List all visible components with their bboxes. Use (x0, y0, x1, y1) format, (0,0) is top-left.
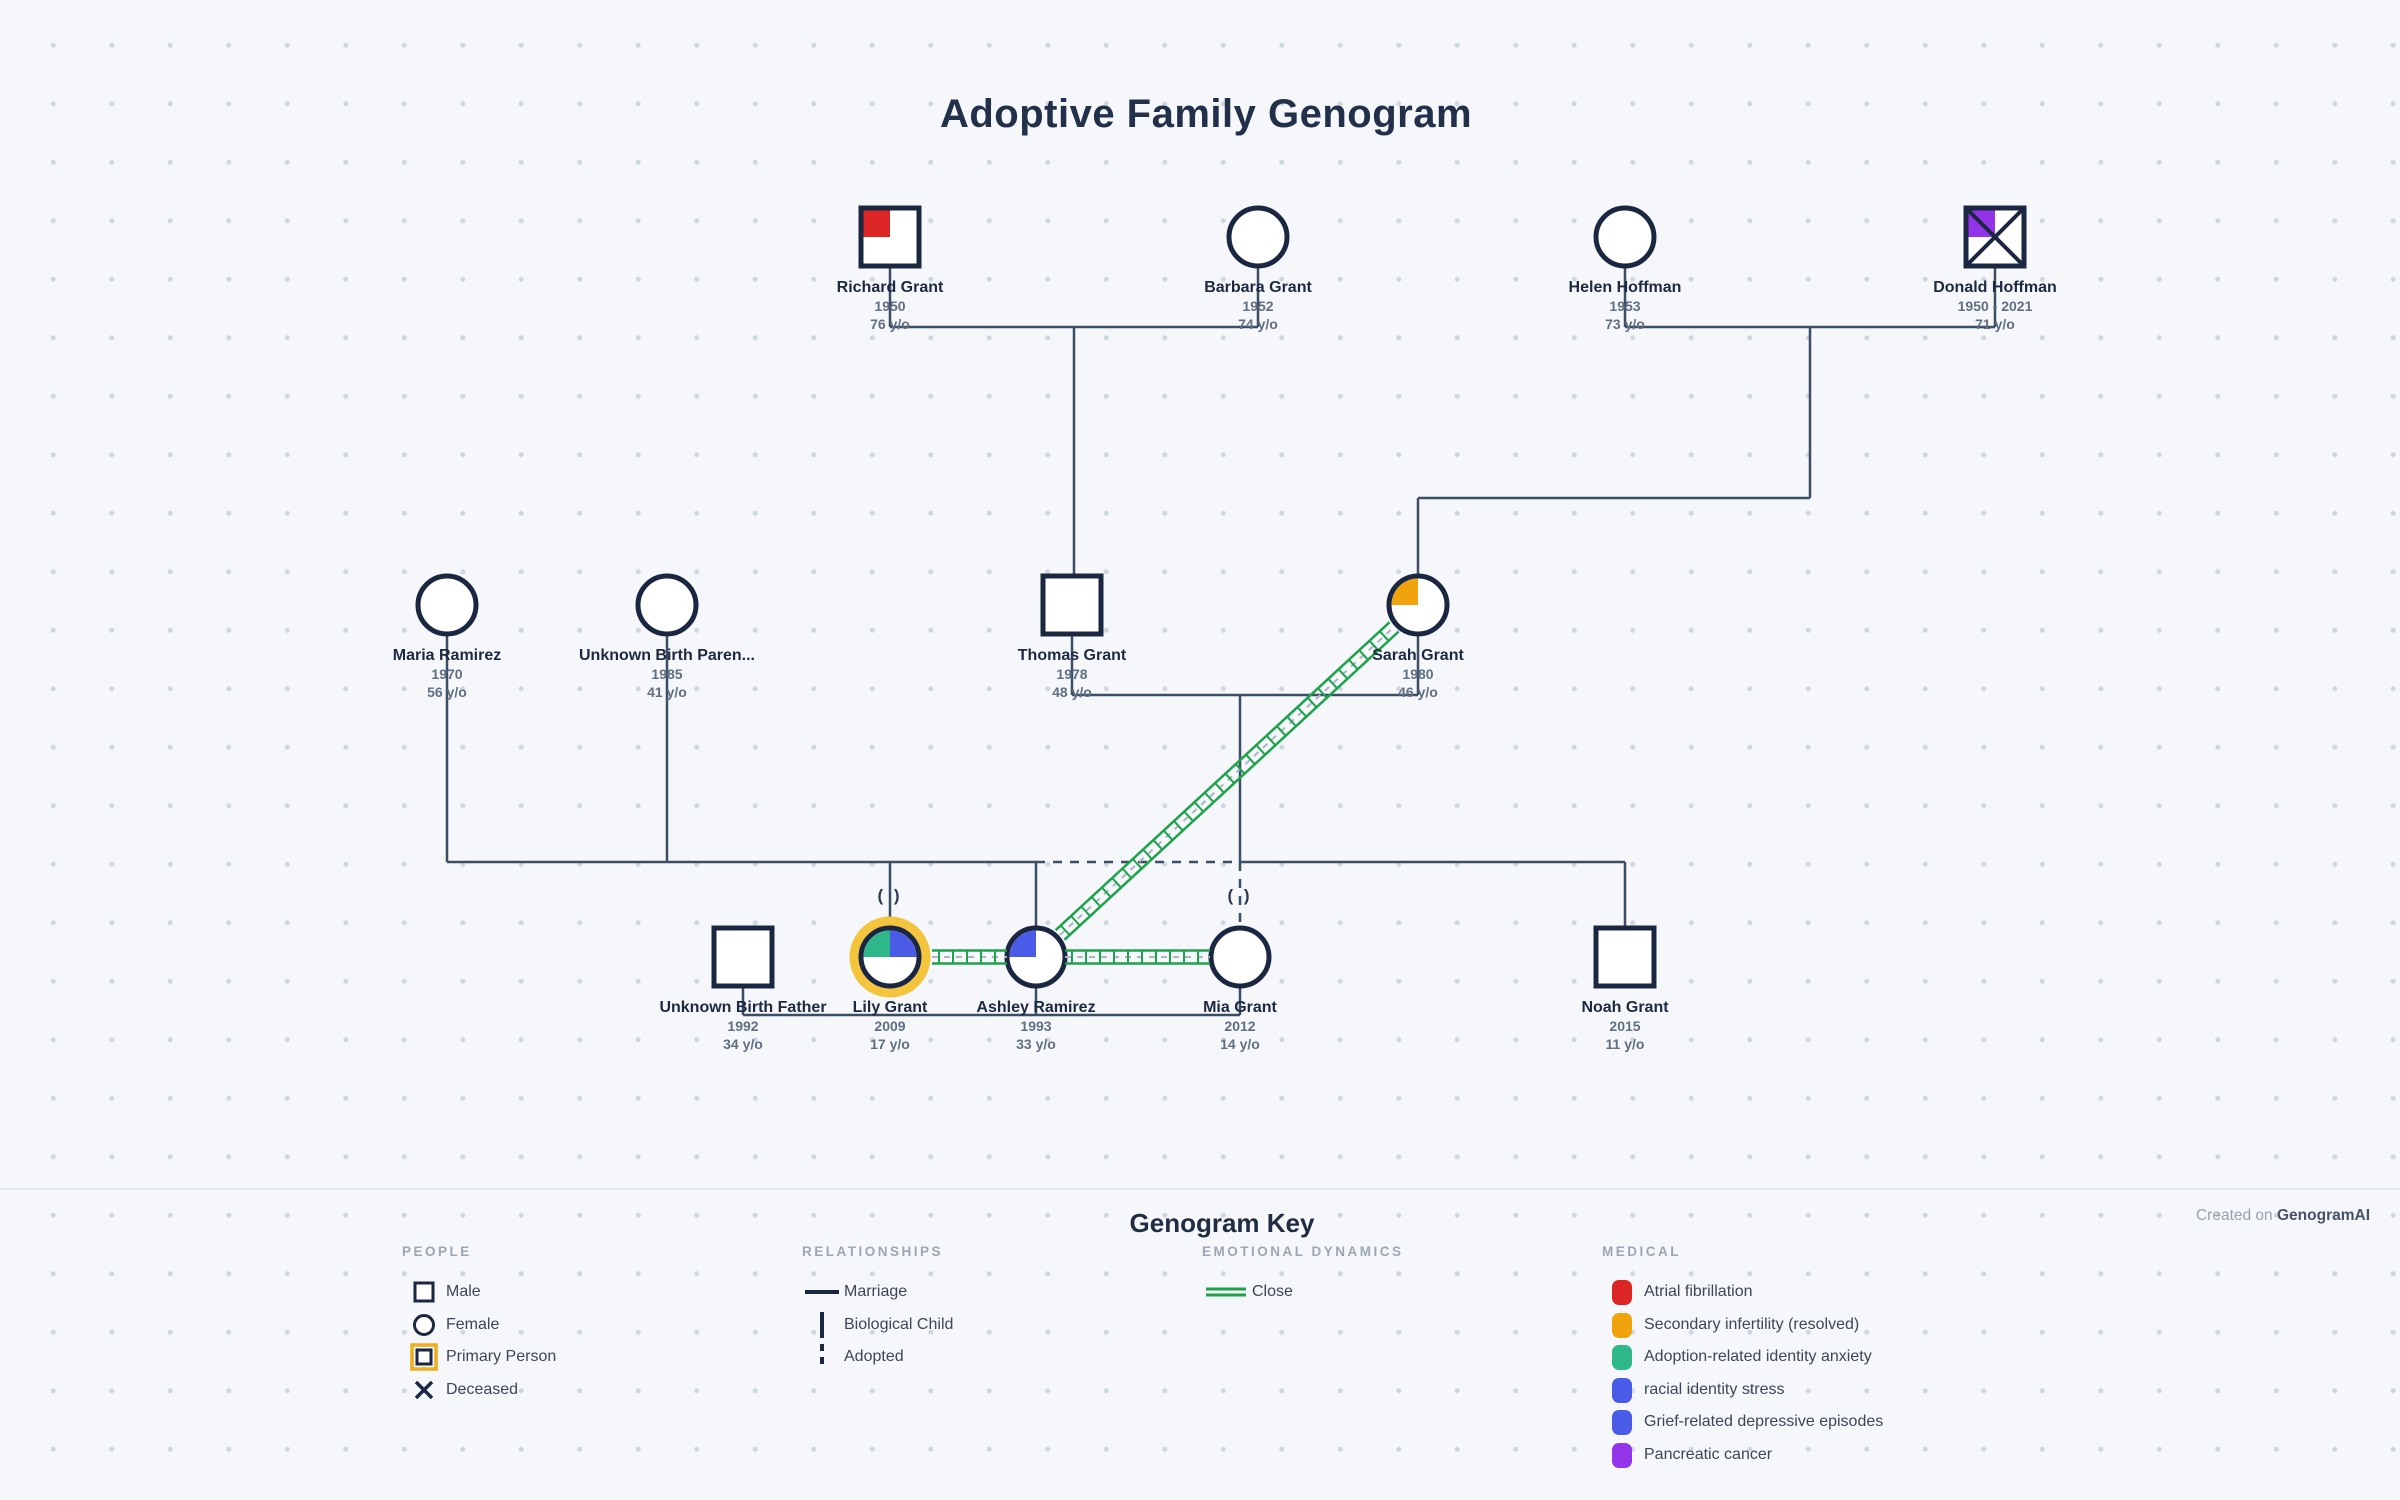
legend-header-emotional: EMOTIONAL DYNAMICS (1202, 1244, 1404, 1259)
adopted-marker-mia: ( ) (1227, 886, 1253, 905)
medical-fill-lily-blue (890, 930, 917, 957)
child-drops (888, 862, 1627, 928)
children-line (445, 634, 1625, 864)
node-barbara-grant[interactable] (1226, 205, 1290, 269)
primary-person-ring (849, 916, 931, 998)
marriage-line-thomas-sarah (1070, 634, 1420, 862)
node-helen-hoffman[interactable] (1593, 205, 1657, 269)
label-donald-hoffman: Donald Hoffman 1950 - 2021 71 y/o (1933, 279, 2057, 332)
medical-fill-ashley (1009, 930, 1036, 957)
biological-child-line-icon (800, 1311, 844, 1339)
label-barbara-grant: Barbara Grant 1952 74 y/o (1204, 279, 1312, 332)
legend-header-medical: MEDICAL (1602, 1244, 1681, 1259)
legend-item-pancreatic-cancer: Pancreatic cancer (1600, 1441, 1772, 1469)
label-ashley-ramirez: Ashley Ramirez 1993 33 y/o (976, 999, 1096, 1052)
medical-fill-sarah (1391, 578, 1418, 605)
male-square-icon (402, 1279, 446, 1305)
medical-swatch-blue-2 (1612, 1409, 1632, 1435)
legend-header-people: PEOPLE (402, 1244, 472, 1259)
node-unknown-birth-father[interactable] (711, 925, 775, 989)
legend-item-racial-identity-stress: racial identity stress (1600, 1376, 1785, 1404)
medical-swatch-orange (1612, 1312, 1632, 1338)
legend-item-biological-child: Biological Child (800, 1311, 953, 1339)
legend-item-deceased: Deceased (402, 1376, 518, 1404)
credit-note: Created on GenogramAI (2196, 1207, 2370, 1225)
label-noah-grant: Noah Grant 2015 11 y/o (1581, 999, 1669, 1052)
credit-brand: GenogramAI (2276, 1207, 2370, 1224)
female-circle-icon (402, 1312, 446, 1338)
credit-prefix: Created on (2195, 1207, 2273, 1224)
legend-item-adopted: Adopted (800, 1343, 904, 1371)
medical-fill-lily-teal (863, 930, 890, 957)
medical-swatch-blue (1612, 1377, 1632, 1403)
legend-item-grief-depressive-episodes: Grief-related depressive episodes (1600, 1408, 1883, 1436)
legend-item-close: Close (1200, 1278, 1293, 1306)
label-sarah-grant: Sarah Grant 1980 46 y/o (1372, 647, 1464, 700)
medical-swatch-red (1612, 1279, 1632, 1305)
marriage-line-richard-barbara (888, 266, 1260, 576)
label-helen-hoffman: Helen Hoffman 1953 73 y/o (1568, 279, 1682, 332)
marriage-line-helen-donald (1416, 266, 1997, 576)
legend-item-female: Female (402, 1311, 499, 1339)
deceased-x-icon (1965, 207, 2025, 267)
relationship-lines (445, 266, 1997, 1017)
adopted-marker-lily: ( ) (877, 886, 903, 905)
marriage-line-icon (800, 1279, 844, 1305)
label-unknown-birth-parent: Unknown Birth Paren... 1985 41 y/o (578, 647, 755, 700)
person-nodes (415, 205, 2027, 998)
primary-person-icon (402, 1343, 446, 1371)
legend-item-adoption-identity-anxiety: Adoption-related identity anxiety (1600, 1343, 1872, 1371)
legend-item-atrial-fibrillation: Atrial fibrillation (1600, 1278, 1752, 1306)
legend-item-primary-person: Primary Person (402, 1343, 556, 1371)
label-thomas-grant: Thomas Grant 1978 48 y/o (1017, 647, 1127, 700)
label-unknown-birth-father: Unknown Birth Father 1992 34 y/o (659, 999, 827, 1052)
adopted-dashed-line-icon (800, 1343, 844, 1371)
close-double-line-icon (1200, 1283, 1252, 1301)
medical-swatch-teal (1612, 1344, 1632, 1370)
node-thomas-grant[interactable] (1040, 573, 1104, 637)
page-title: Adoptive Family Genogram (939, 92, 1473, 136)
legend-title: Genogram Key (1129, 1208, 1315, 1238)
label-mia-grant: Mia Grant 2012 14 y/o (1203, 999, 1277, 1052)
legend-header-relationships: RELATIONSHIPS (802, 1244, 944, 1259)
legend-item-male: Male (402, 1278, 481, 1306)
union-line-birth-parents (741, 986, 1242, 1017)
deceased-x-icon (402, 1377, 446, 1403)
label-maria-ramirez: Maria Ramirez 1970 56 y/o (392, 647, 502, 700)
medical-fill-richard (863, 210, 890, 237)
node-maria-ramirez[interactable] (415, 573, 479, 637)
node-noah-grant[interactable] (1593, 925, 1657, 989)
genogram-diagram (415, 205, 2027, 1017)
legend-divider (0, 1188, 2400, 1190)
legend-item-marriage: Marriage (800, 1278, 907, 1306)
node-unknown-birth-parent[interactable] (635, 573, 699, 637)
label-richard-grant: Richard Grant 1950 76 y/o (836, 279, 944, 332)
adopted-line (1036, 860, 1242, 928)
close-relationship-lines (932, 621, 1400, 965)
legend-item-secondary-infertility: Secondary infertility (resolved) (1600, 1311, 1859, 1339)
medical-swatch-purple (1612, 1442, 1632, 1468)
node-mia-grant[interactable] (1208, 925, 1272, 989)
label-lily-grant: Lily Grant 2009 17 y/o (852, 999, 928, 1052)
